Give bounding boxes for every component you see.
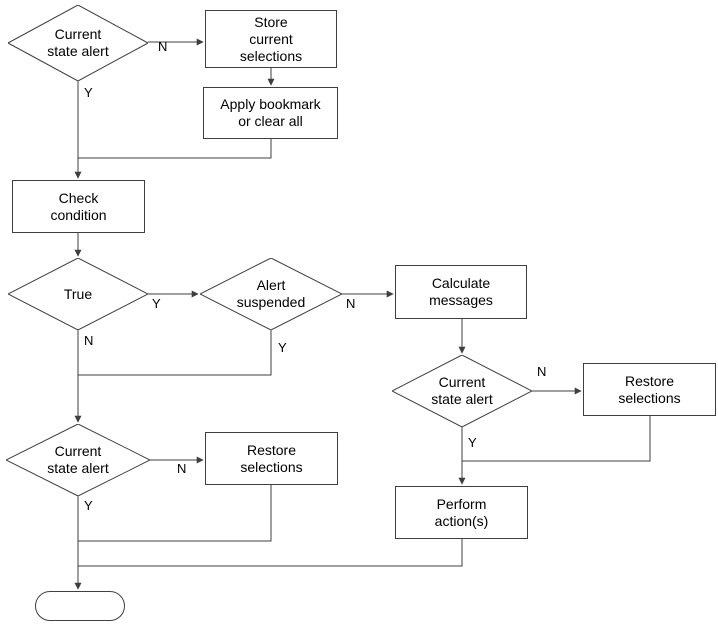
node-true-decision: True: [8, 258, 148, 330]
node-alert-suspended: Alert suspended: [200, 258, 342, 330]
edge-label-true-no: N: [84, 333, 94, 348]
edge-line-suspended-to-alert-left: [78, 330, 272, 376]
diamond-shape-icon: [6, 424, 150, 496]
node-label: Check condition: [50, 189, 107, 223]
node-store-current-selections: Store current selections: [205, 10, 337, 68]
node-label: Restore selections: [618, 372, 681, 406]
node-restore-selections-right: Restore selections: [583, 363, 716, 416]
edge-label-alert-top-yes: Y: [84, 85, 93, 100]
node-label: True: [63, 285, 93, 302]
node-current-state-alert-left: Current state alert: [6, 424, 150, 496]
node-label: Current state alert: [47, 443, 109, 476]
edge-line-restore-mid-to-end: [78, 485, 272, 542]
node-apply-bookmark: Apply bookmark or clear all: [203, 87, 338, 139]
node-label: Current state alert: [431, 374, 493, 407]
edge-label-alert-right-no: N: [537, 364, 547, 379]
node-label: Calculate messages: [429, 275, 493, 308]
edge-label-alert-left-yes: Y: [84, 498, 93, 513]
edge-label-suspended-yes: Y: [278, 340, 287, 355]
edge-line-apply-to-check: [78, 139, 272, 159]
node-end-terminator: [35, 591, 125, 621]
edge-line-restore-right-to-perform: [462, 416, 651, 462]
node-label: Perform action(s): [434, 495, 489, 529]
edge-line-perform-to-end: [78, 539, 463, 567]
node-label: Store current selections: [239, 13, 303, 64]
edge-label-alert-right-yes: Y: [468, 435, 477, 450]
node-label: Apply bookmark or clear all: [220, 96, 321, 129]
edge-label-suspended-no: N: [346, 296, 356, 311]
node-label: Restore selections: [240, 441, 303, 475]
node-current-state-alert-right: Current state alert: [392, 355, 532, 427]
diamond-shape-icon: [8, 258, 148, 330]
node-calculate-messages: Calculate messages: [395, 265, 527, 319]
diamond-shape-icon: [392, 355, 532, 427]
node-current-state-alert-top: Current state alert: [8, 5, 148, 81]
node-perform-actions: Perform action(s): [395, 486, 528, 539]
node-restore-selections-mid: Restore selections: [205, 432, 338, 485]
node-check-condition: Check condition: [12, 180, 145, 233]
edge-label-true-yes: Y: [152, 296, 161, 311]
diamond-shape-icon: [8, 5, 148, 81]
edge-label-alert-left-no: N: [177, 461, 187, 476]
node-label: Alert suspended: [236, 277, 306, 310]
edge-label-alert-top-no: N: [158, 39, 168, 54]
diamond-shape-icon: [200, 258, 342, 330]
node-label: Current state alert: [47, 26, 109, 59]
